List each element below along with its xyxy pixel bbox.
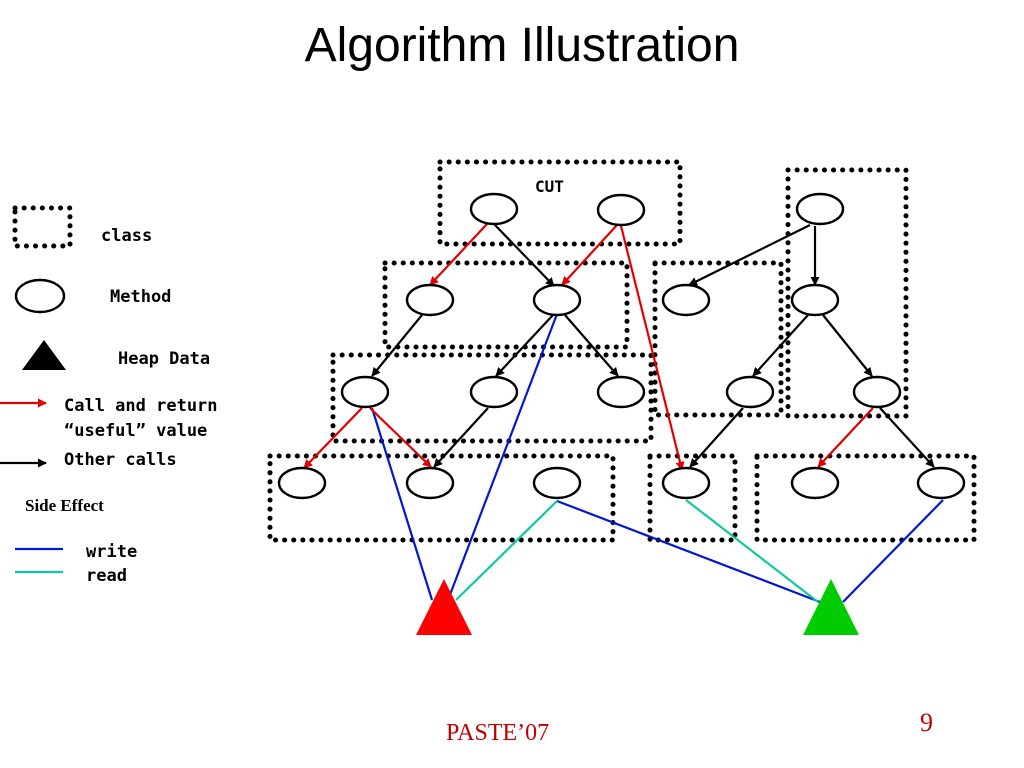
legend-other-calls-label: Other calls <box>64 450 177 470</box>
class-box-level2-left <box>382 260 630 350</box>
legend-method-icon <box>14 278 66 314</box>
class-box-level4-right <box>754 453 977 543</box>
call-return-arrow <box>817 407 874 468</box>
method-node <box>340 375 390 409</box>
other-call-arrow <box>433 407 489 468</box>
write-line <box>446 313 559 601</box>
method-node <box>661 283 711 317</box>
other-call-arrow <box>564 314 619 377</box>
write-line <box>370 407 434 601</box>
legend-heap-label: Heap Data <box>118 349 210 369</box>
call-return-arrow <box>429 223 488 286</box>
method-node <box>661 466 711 500</box>
class-box-cut <box>437 159 683 247</box>
other-call-arrow <box>495 314 554 377</box>
method-node <box>596 193 646 227</box>
class-box-level4-left <box>267 453 616 543</box>
legend-call-return-label-line1: Call and return <box>64 396 218 416</box>
method-node <box>790 283 840 317</box>
heap-data-green-triangle <box>803 579 859 635</box>
slide-title: Algorithm Illustration <box>304 19 740 72</box>
legend-class-label: class <box>101 226 152 246</box>
call-return-arrow <box>561 224 618 286</box>
other-call-arrow <box>752 314 809 377</box>
method-node <box>469 192 519 226</box>
method-node <box>405 466 455 500</box>
method-node <box>405 283 455 317</box>
method-node <box>277 466 327 500</box>
call-return-arrow <box>369 407 432 468</box>
legend-call-return-label-line2: “useful” value <box>64 421 207 441</box>
other-call-arrow <box>822 314 873 377</box>
other-call-arrow <box>688 224 811 286</box>
call-return-arrow <box>303 407 363 469</box>
legend-class-icon <box>12 205 73 249</box>
method-node <box>532 283 582 317</box>
legend-heap-icon <box>22 340 66 370</box>
read-line <box>455 500 558 601</box>
method-node <box>795 192 845 226</box>
other-call-arrow <box>371 314 423 377</box>
cut-label: CUT <box>535 177 564 196</box>
legend-method-label: Method <box>110 287 171 307</box>
method-node <box>916 466 966 500</box>
method-node <box>725 375 775 409</box>
method-node <box>532 466 582 500</box>
method-node <box>852 375 902 409</box>
legend-side-effect-label: Side Effect <box>25 496 104 515</box>
method-node <box>469 375 519 409</box>
call-return-arrow <box>619 225 685 471</box>
other-call-arrow <box>689 407 744 468</box>
class-box-level4-mid <box>647 453 738 543</box>
method-node <box>790 466 840 500</box>
footer-text: PASTE’07 <box>446 720 550 746</box>
class-box-level3 <box>330 352 654 444</box>
other-call-arrow <box>493 223 555 287</box>
page-number: 9 <box>920 708 933 737</box>
legend-write-label: write <box>86 542 137 562</box>
write-line <box>556 499 821 604</box>
class-box-level2-mid <box>652 260 784 418</box>
heap-data-red-triangle <box>416 579 472 635</box>
write-line <box>842 499 944 603</box>
method-node <box>596 375 646 409</box>
other-call-arrow <box>879 407 935 468</box>
legend-read-label: read <box>86 566 127 586</box>
read-line <box>685 499 819 603</box>
